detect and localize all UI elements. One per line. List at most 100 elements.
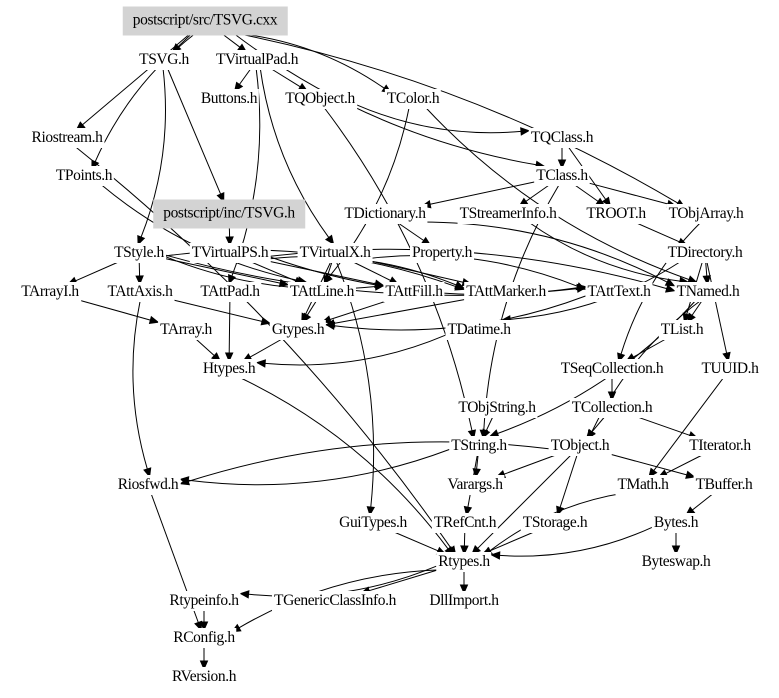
node-tattaxis[interactable]: TAttAxis.h	[105, 282, 175, 302]
node-tseqcollection[interactable]: TSeqCollection.h	[558, 359, 666, 379]
arrowhead-icon	[454, 280, 465, 289]
arrowhead-icon	[664, 284, 676, 293]
arrowhead-icon	[225, 236, 234, 247]
edge-rtypes-to-tgenericclassinfo	[368, 569, 438, 592]
edge-tstreamerinfo-to-tnamed	[528, 221, 681, 282]
node-tstreamerinfo[interactable]: TStreamerInfo.h	[457, 204, 559, 224]
node-trefcnt[interactable]: TRefCnt.h	[431, 513, 499, 533]
node-tattline[interactable]: TAttLine.h	[287, 282, 357, 302]
node-htypes[interactable]: Htypes.h	[200, 359, 258, 379]
edge-tstring-to-riosfwd	[188, 449, 450, 486]
node-tvirtualps[interactable]: TVirtualPS.h	[189, 243, 271, 263]
node-tobjstring[interactable]: TObjString.h	[456, 398, 538, 418]
node-tattfill[interactable]: TAttFill.h	[383, 282, 445, 302]
arrowhead-icon	[607, 391, 617, 402]
node-tcolor[interactable]: TColor.h	[384, 89, 442, 109]
edge-tattaxis-to-riosfwd	[132, 299, 148, 470]
node-property[interactable]: Property.h	[410, 243, 474, 263]
node-tsvg-cxx[interactable]: postscript/src/TSVG.cxx	[122, 6, 288, 36]
node-tgenericclassinfo[interactable]: TGenericClassInfo.h	[272, 591, 398, 611]
node-inc-tsvg[interactable]: postscript/inc/TSVG.h	[153, 199, 305, 229]
node-varargs[interactable]: Varargs.h	[445, 475, 505, 495]
node-gtypes[interactable]: Gtypes.h	[269, 320, 327, 340]
arrowhead-icon	[324, 321, 336, 331]
node-tdirectory[interactable]: TDirectory.h	[665, 243, 745, 263]
arrowhead-icon	[460, 545, 469, 556]
node-tdatime[interactable]: TDatime.h	[445, 320, 513, 340]
node-titerator[interactable]: TIterator.h	[687, 436, 753, 456]
arrowhead-icon	[664, 278, 676, 287]
edge-tdictionary-to-property	[396, 221, 424, 241]
edge-tvirtualpad-to-tqobject	[269, 67, 301, 88]
arrowhead-icon	[143, 467, 152, 478]
edge-htypes-to-rtypes	[238, 376, 449, 550]
arrowhead-icon	[575, 282, 587, 291]
edge-tdictionary-to-tnamed	[418, 221, 668, 283]
node-guitypes[interactable]: GuiTypes.h	[337, 513, 409, 533]
arrowhead-icon	[199, 621, 209, 632]
arrowhead-icon	[648, 467, 658, 478]
node-tstyle[interactable]: TStyle.h	[112, 243, 166, 263]
edge-tclass-to-tstreamerinfo	[525, 183, 551, 202]
node-tattpad[interactable]: TAttPad.h	[198, 282, 262, 302]
node-tpoints[interactable]: TPoints.h	[53, 166, 115, 186]
node-tatttext[interactable]: TAttText.h	[585, 282, 653, 302]
arrowhead-icon	[685, 470, 696, 479]
node-buttons[interactable]: Buttons.h	[198, 89, 260, 109]
edge-titerator-to-tmath	[665, 453, 705, 474]
node-tdictionary[interactable]: TDictionary.h	[342, 204, 428, 224]
node-tobjarray[interactable]: TObjArray.h	[666, 204, 746, 224]
node-riostream[interactable]: Riostream.h	[29, 128, 105, 148]
edge-tobject-to-rtypes	[477, 453, 573, 549]
arrowhead-icon	[671, 545, 681, 556]
edge-tobject-to-varargs	[503, 453, 559, 475]
edge-tdatime-to-htypes	[265, 334, 446, 366]
node-tarrayi[interactable]: TArrayI.h	[19, 282, 81, 302]
edge-tqobject-to-tqclass	[356, 104, 522, 134]
arrowhead-icon	[702, 275, 712, 286]
edge-tclass-to-tdictionary	[429, 181, 535, 205]
node-tstorage[interactable]: TStorage.h	[520, 513, 590, 533]
edge-tcollection-to-titerator	[634, 415, 690, 436]
node-tsvg-h[interactable]: TSVG.h	[137, 50, 191, 70]
edge-tlist-to-tseqcollection	[633, 337, 668, 358]
node-byteswap[interactable]: Byteswap.h	[639, 552, 713, 572]
node-tobject[interactable]: TObject.h	[548, 436, 612, 456]
node-tclass[interactable]: TClass.h	[534, 166, 590, 186]
edge-rtypes-to-rconfig	[238, 569, 437, 629]
node-tcollection[interactable]: TCollection.h	[569, 398, 655, 418]
node-tqobject[interactable]: TQObject.h	[283, 89, 357, 109]
node-troot[interactable]: TROOT.h	[584, 204, 648, 224]
node-tattmarker[interactable]: TAttMarker.h	[464, 282, 548, 302]
arrowhead-icon	[302, 312, 312, 324]
arrowhead-icon	[482, 428, 491, 440]
node-tuuid[interactable]: TUUID.h	[699, 359, 761, 379]
edge-bytes-to-rtypes	[499, 526, 653, 557]
node-tarray[interactable]: TArray.h	[158, 320, 214, 340]
edge-tattaxis-to-gtypes	[173, 299, 263, 322]
edge-tsvg-h-to-inc-tsvg	[166, 67, 222, 195]
node-bytes[interactable]: Bytes.h	[651, 513, 701, 533]
arrowhead-icon	[224, 352, 234, 363]
node-rtypes[interactable]: Rtypes.h	[436, 552, 492, 572]
node-tstring[interactable]: TString.h	[449, 436, 509, 456]
node-tvirtualpad[interactable]: TVirtualPad.h	[213, 50, 301, 70]
node-tnamed[interactable]: TNamed.h	[674, 282, 742, 302]
arrowhead-icon	[216, 192, 225, 203]
node-rversion[interactable]: RVersion.h	[169, 667, 239, 687]
node-tbuffer[interactable]: TBuffer.h	[693, 475, 755, 495]
arrowhead-icon	[135, 275, 144, 286]
node-tmath[interactable]: TMath.h	[615, 475, 671, 495]
node-dllimport[interactable]: DllImport.h	[427, 591, 501, 611]
edge-tsvg-cxx-to-riostream	[82, 33, 191, 126]
node-tlist[interactable]: TList.h	[658, 320, 706, 340]
node-tqclass[interactable]: TQClass.h	[528, 128, 596, 148]
arrowhead-icon	[255, 359, 266, 368]
edge-tobject-to-tbuffer	[609, 453, 687, 476]
node-riosfwd[interactable]: Riosfwd.h	[115, 475, 181, 495]
node-rconfig[interactable]: RConfig.h	[171, 628, 237, 648]
edge-tattpad-to-htypes	[228, 299, 231, 354]
node-rtypeinfo[interactable]: Rtypeinfo.h	[167, 591, 241, 611]
node-tvirtualx[interactable]: TVirtualX.h	[297, 243, 373, 263]
